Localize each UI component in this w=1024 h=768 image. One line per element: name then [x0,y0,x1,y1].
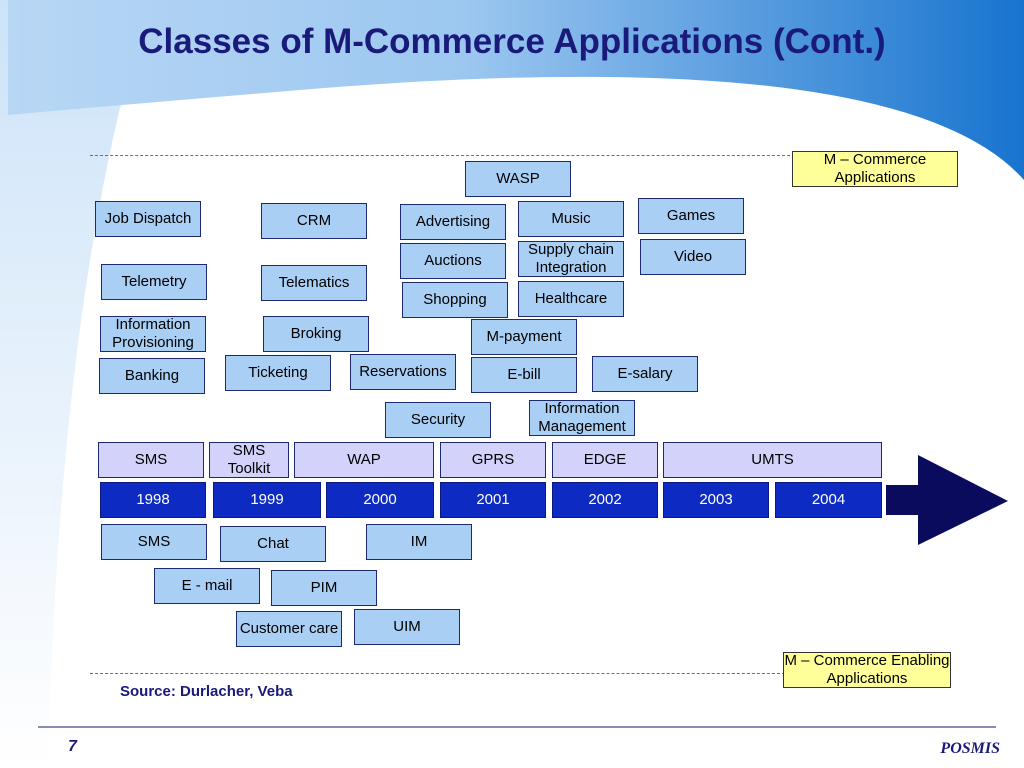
year-2001: 2001 [440,482,546,518]
enabling-box-uim: UIM [354,609,460,645]
page-number: 7 [68,738,77,755]
applications-label: M – Commerce Applications [792,151,958,187]
bottom-dashed-divider [90,673,790,674]
enabling-box-customer-care: Customer care [236,611,342,647]
tech-box-umts: UMTS [663,442,882,478]
app-box-telemetry: Telemetry [101,264,207,300]
enabling-box-chat: Chat [220,526,326,562]
app-box-information-management: Information Management [529,400,635,436]
app-box-m-payment: M-payment [471,319,577,355]
app-box-supply-chain: Supply chain Integration [518,241,624,277]
year-2000: 2000 [326,482,434,518]
app-box-telematics: Telematics [261,265,367,301]
footer-rule [38,726,996,728]
brand-logo: POSMIS [940,740,1000,757]
year-2002: 2002 [552,482,658,518]
year-1998: 1998 [100,482,206,518]
app-box-e-bill: E-bill [471,357,577,393]
enabling-box-im: IM [366,524,472,560]
timeline-arrow-icon [886,455,1008,545]
app-box-healthcare: Healthcare [518,281,624,317]
top-dashed-divider [90,155,790,156]
enabling-box-sms: SMS [101,524,207,560]
app-box-crm: CRM [261,203,367,239]
enabling-applications-label: M – Commerce Enabling Applications [783,652,951,688]
app-box-ticketing: Ticketing [225,355,331,391]
app-box-banking: Banking [99,358,205,394]
app-box-shopping: Shopping [402,282,508,318]
enabling-box-email: E - mail [154,568,260,604]
enabling-box-pim: PIM [271,570,377,606]
tech-box-gprs: GPRS [440,442,546,478]
source-note: Source: Durlacher, Veba [120,683,293,700]
app-box-job-dispatch: Job Dispatch [95,201,201,237]
page-title: Classes of M-Commerce Applications (Cont… [138,22,886,61]
app-box-games: Games [638,198,744,234]
tech-box-edge: EDGE [552,442,658,478]
app-box-music: Music [518,201,624,237]
app-box-e-salary: E-salary [592,356,698,392]
tech-box-sms: SMS [98,442,204,478]
year-2003: 2003 [663,482,769,518]
app-box-broking: Broking [263,316,369,352]
app-box-advertising: Advertising [400,204,506,240]
app-box-security: Security [385,402,491,438]
app-box-reservations: Reservations [350,354,456,390]
year-2004: 2004 [775,482,882,518]
app-box-information-provisioning: Information Provisioning [100,316,206,352]
tech-box-wap: WAP [294,442,434,478]
app-box-video: Video [640,239,746,275]
app-box-auctions: Auctions [400,243,506,279]
tech-box-sms-toolkit: SMS Toolkit [209,442,289,478]
year-1999: 1999 [213,482,321,518]
app-box-wasp: WASP [465,161,571,197]
